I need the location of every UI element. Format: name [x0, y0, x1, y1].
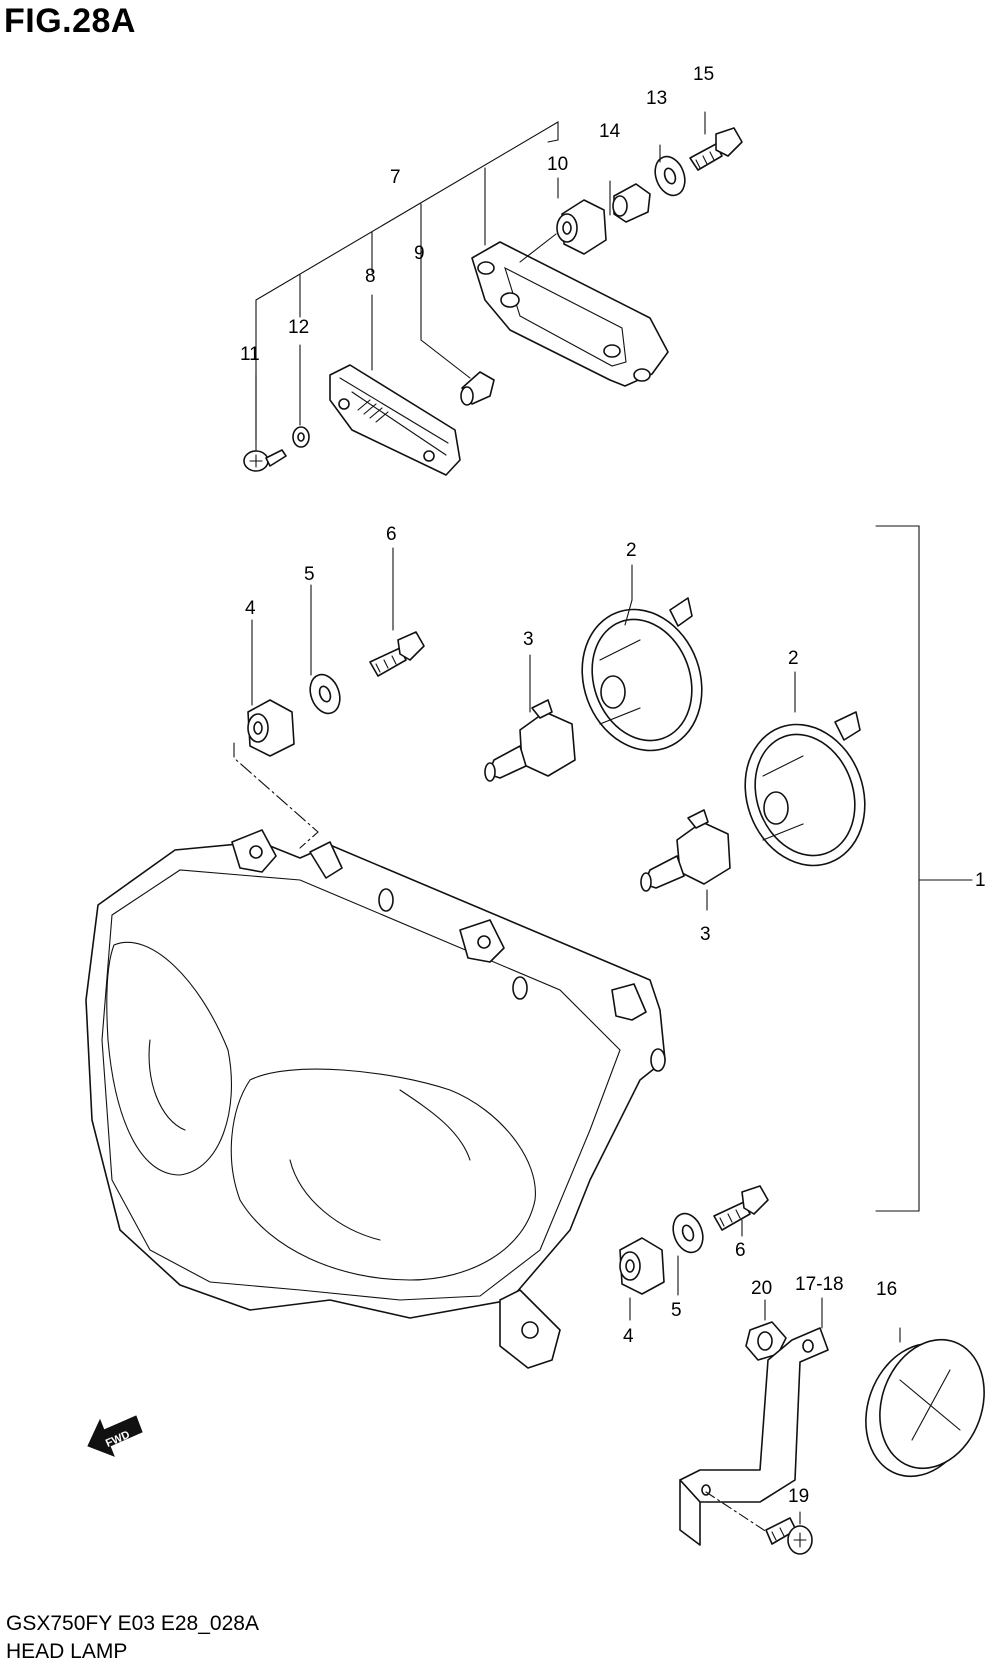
callout-6-upper: 6 — [386, 524, 397, 545]
collar-14 — [612, 183, 651, 223]
headlamp-cap-16 — [865, 1338, 985, 1478]
callout-19: 19 — [788, 1486, 809, 1507]
bulb-cover-lower — [744, 711, 866, 867]
callout-5-lower: 5 — [671, 1300, 682, 1321]
headlamp-bulb-upper — [484, 699, 576, 782]
callout-4-lower: 4 — [623, 1326, 634, 1347]
bolt-15 — [689, 127, 743, 171]
nut-20 — [745, 1321, 787, 1361]
model-code: GSX750FY E03 E28_028A — [6, 1612, 259, 1635]
position-lamp-bulb — [460, 371, 495, 406]
callout-10: 10 — [547, 154, 568, 175]
callout-20: 20 — [751, 1278, 772, 1299]
callout-8: 8 — [365, 266, 376, 287]
bulb-cover-upper — [581, 597, 703, 752]
callout-12: 12 — [288, 317, 309, 338]
assembly-bracket-1 — [875, 525, 973, 1212]
grommet-10 — [556, 199, 607, 255]
callout-17-18: 17-18 — [795, 1274, 844, 1295]
figure-name: HEAD LAMP — [6, 1640, 128, 1663]
leader-9 — [420, 254, 471, 379]
callout-leaders — [251, 111, 901, 1525]
callout-15: 15 — [693, 64, 714, 85]
headlamp-bulb-lower — [640, 809, 731, 892]
screw-11 — [243, 449, 287, 472]
callout-2-upper: 2 — [626, 540, 637, 561]
figure-title: FIG.28A — [4, 2, 136, 40]
callout-9: 9 — [414, 243, 425, 264]
callout-6-lower: 6 — [735, 1240, 746, 1261]
upper-mounting-hardware — [233, 631, 425, 849]
forward-arrow-icon: FWD — [87, 1415, 143, 1457]
socket-holder-plate — [471, 241, 669, 387]
washer-12 — [292, 426, 310, 448]
lower-mounting-hardware — [619, 1185, 769, 1295]
bracket-17-18 — [679, 1327, 829, 1546]
headlamp-housing — [85, 829, 666, 1369]
position-lamp-lens — [329, 364, 461, 476]
callout-14: 14 — [599, 121, 621, 142]
callout-4-upper: 4 — [245, 598, 256, 619]
callout-labels: 1 2 2 3 3 4 4 5 5 6 6 7 8 9 10 11 12 13 … — [240, 64, 986, 1507]
callout-2-lower: 2 — [788, 648, 799, 669]
callout-16: 16 — [876, 1279, 897, 1300]
callout-3-lower: 3 — [700, 924, 711, 945]
bolt-19 — [765, 1517, 813, 1555]
callout-3-upper: 3 — [523, 629, 534, 650]
position-lamp-assembly — [243, 121, 743, 476]
washer-13 — [654, 155, 686, 197]
callout-13: 13 — [646, 88, 667, 109]
callout-11: 11 — [240, 344, 260, 365]
callout-7: 7 — [390, 167, 401, 188]
callout-1: 1 — [975, 870, 986, 891]
callout-5-upper: 5 — [304, 564, 315, 585]
